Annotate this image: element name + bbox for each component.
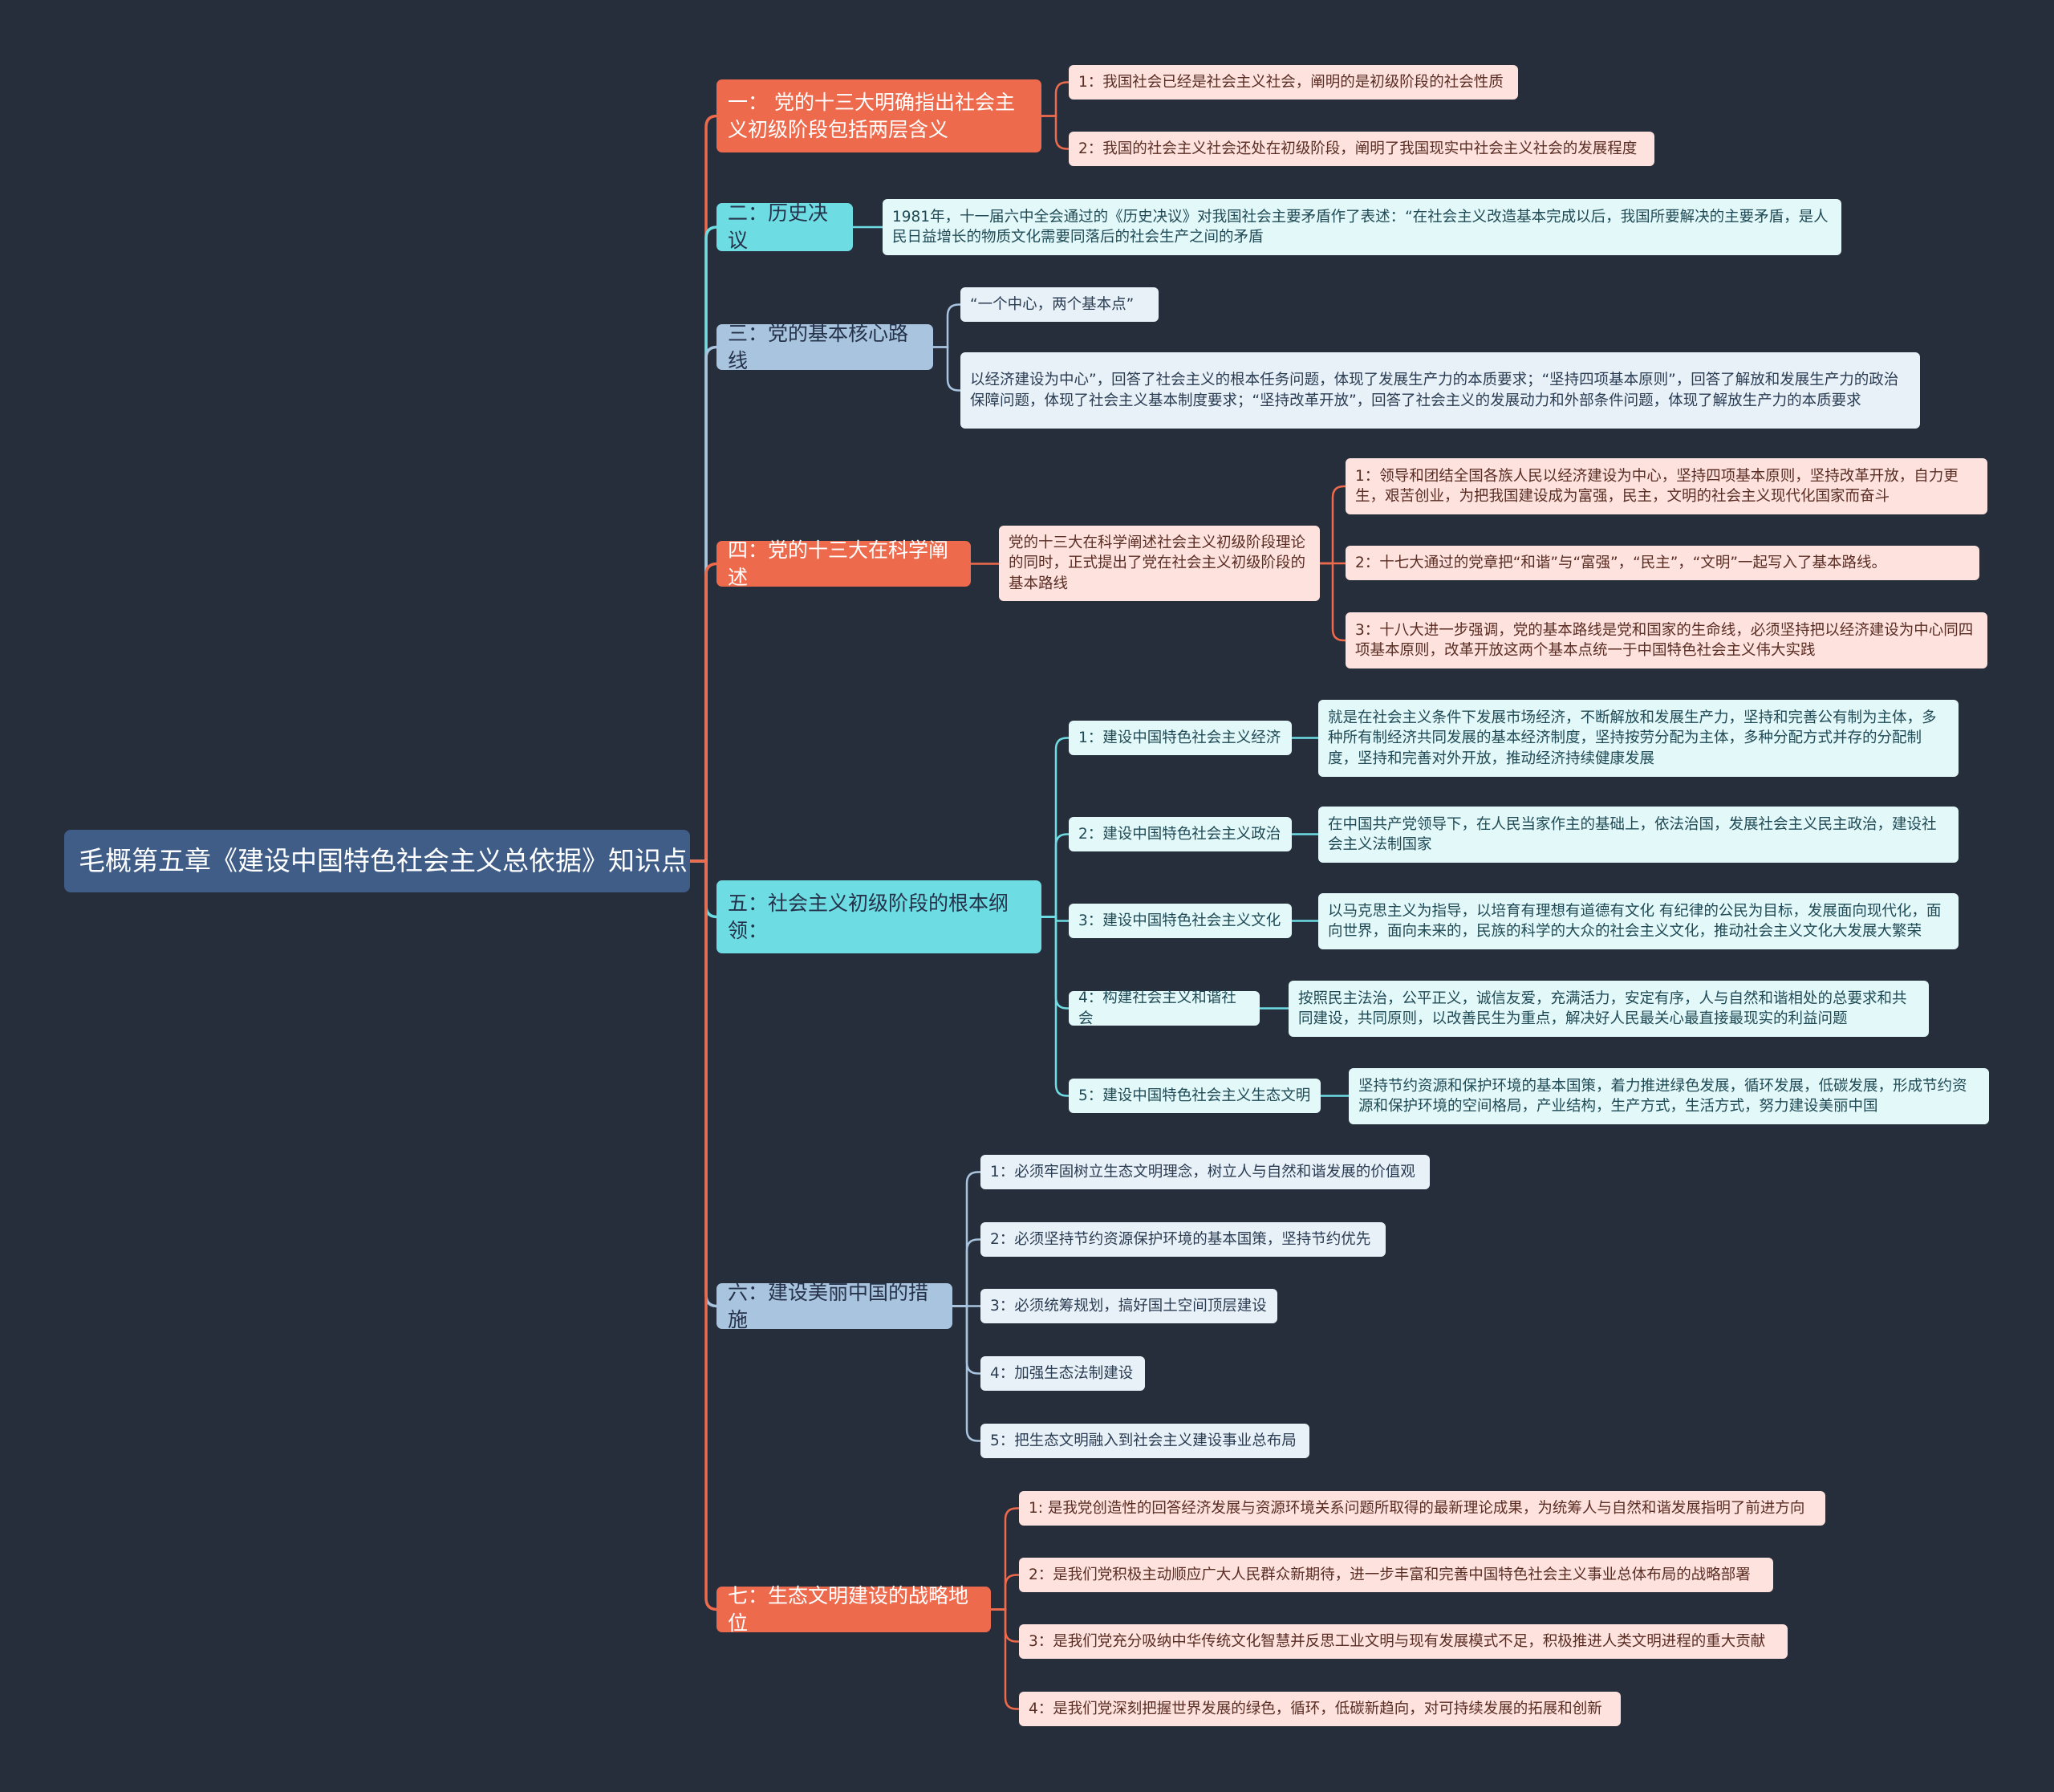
branch-6-item-4[interactable]: 4：加强生态法制建设 bbox=[980, 1356, 1145, 1391]
branch-5-item-3-detail[interactable]: 以马克思主义为指导，以培育有理想有道德有文化 有纪律的公民为目标，发展面向现代化… bbox=[1318, 893, 1959, 949]
branch-5-topic[interactable]: 五：社会主义初级阶段的根本纲领： bbox=[716, 880, 1041, 953]
branch-2-topic[interactable]: 二：历史决议 bbox=[716, 201, 853, 252]
branch-7-item-4[interactable]: 4：是我们党深刻把握世界发展的绿色，循环，低碳新趋向，对可持续发展的拓展和创新 bbox=[1019, 1692, 1621, 1726]
branch-5-item-3[interactable]: 3：建设中国特色社会主义文化 bbox=[1069, 904, 1292, 938]
branch-4-summary[interactable]: 党的十三大在科学阐述社会主义初级阶段理论的同时，正式提出了党在社会主义初级阶段的… bbox=[999, 526, 1320, 601]
root-topic[interactable]: 毛概第五章《建设中国特色社会主义总依据》知识点 bbox=[64, 830, 690, 892]
branch-1-item-2[interactable]: 2：我国的社会主义社会还处在初级阶段，阐明了我国现实中社会主义社会的发展程度 bbox=[1069, 132, 1654, 166]
branch-5-item-5-detail[interactable]: 坚持节约资源和保护环境的基本国策，着力推进绿色发展，循环发展，低碳发展，形成节约… bbox=[1349, 1068, 1989, 1124]
branch-6-item-2[interactable]: 2：必须坚持节约资源保护环境的基本国策，坚持节约优先 bbox=[980, 1222, 1386, 1257]
branch-4-item-2[interactable]: 2：十七大通过的党章把“和谐”与“富强”，“民主”，“文明”一起写入了基本路线。 bbox=[1346, 546, 1979, 580]
branch-5-item-5[interactable]: 5：建设中国特色社会主义生态文明 bbox=[1069, 1079, 1321, 1113]
branch-3-topic[interactable]: 三：党的基本核心路线 bbox=[716, 322, 933, 372]
branch-1-topic[interactable]: 一： 党的十三大明确指出社会主义初级阶段包括两层含义 bbox=[716, 79, 1041, 152]
branch-1-item-1[interactable]: 1：我国社会已经是社会主义社会，阐明的是初级阶段的社会性质 bbox=[1069, 65, 1518, 100]
branch-3-item-2[interactable]: 以经济建设为中心”，回答了社会主义的根本任务问题，体现了发展生产力的本质要求；“… bbox=[960, 352, 1920, 429]
branch-7-item-1[interactable]: 1: 是我党创造性的回答经济发展与资源环境关系问题所取得的最新理论成果，为统筹人… bbox=[1019, 1491, 1825, 1526]
branch-4-item-3[interactable]: 3：十八大进一步强调，党的基本路线是党和国家的生命线，必须坚持把以经济建设为中心… bbox=[1346, 612, 1987, 668]
branch-7-item-2[interactable]: 2：是我们党积极主动顺应广大人民群众新期待，进一步丰富和完善中国特色社会主义事业… bbox=[1019, 1558, 1773, 1592]
branch-5-item-2[interactable]: 2：建设中国特色社会主义政治 bbox=[1069, 817, 1292, 851]
branch-7-topic[interactable]: 七：生态文明建设的战略地位 bbox=[716, 1584, 991, 1635]
branch-4-item-1[interactable]: 1：领导和团结全国各族人民以经济建设为中心，坚持四项基本原则，坚持改革开放，自力… bbox=[1346, 458, 1987, 514]
branch-5-item-2-detail[interactable]: 在中国共产党领导下，在人民当家作主的基础上，依法治国，发展社会主义民主政治，建设… bbox=[1318, 807, 1959, 863]
branch-3-item-1[interactable]: “一个中心，两个基本点” bbox=[960, 287, 1159, 322]
branch-6-item-1[interactable]: 1：必须牢固树立生态文明理念，树立人与自然和谐发展的价值观 bbox=[980, 1155, 1430, 1189]
branch-5-item-1[interactable]: 1：建设中国特色社会主义经济 bbox=[1069, 721, 1292, 755]
branch-6-topic[interactable]: 六：建设美丽中国的措施 bbox=[716, 1281, 952, 1331]
branch-6-item-5[interactable]: 5：把生态文明融入到社会主义建设事业总布局 bbox=[980, 1424, 1309, 1458]
branch-5-item-4-detail[interactable]: 按照民主法治，公平正义，诚信友爱，充满活力，安定有序，人与自然和谐相处的总要求和… bbox=[1289, 981, 1929, 1037]
branch-4-topic[interactable]: 四：党的十三大在科学阐述 bbox=[716, 538, 971, 589]
branch-2-item-1[interactable]: 1981年，十一届六中全会通过的《历史决议》对我国社会主要矛盾作了表述：“在社会… bbox=[883, 199, 1841, 255]
branch-7-item-3[interactable]: 3：是我们党充分吸纳中华传统文化智慧并反思工业文明与现有发展模式不足，积极推进人… bbox=[1019, 1624, 1788, 1659]
branch-6-item-3[interactable]: 3：必须统筹规划，搞好国土空间顶层建设 bbox=[980, 1289, 1277, 1323]
branch-5-item-4[interactable]: 4：构建社会主义和谐社会 bbox=[1069, 989, 1260, 1027]
branch-5-item-1-detail[interactable]: 就是在社会主义条件下发展市场经济，不断解放和发展生产力，坚持和完善公有制为主体，… bbox=[1318, 700, 1959, 777]
